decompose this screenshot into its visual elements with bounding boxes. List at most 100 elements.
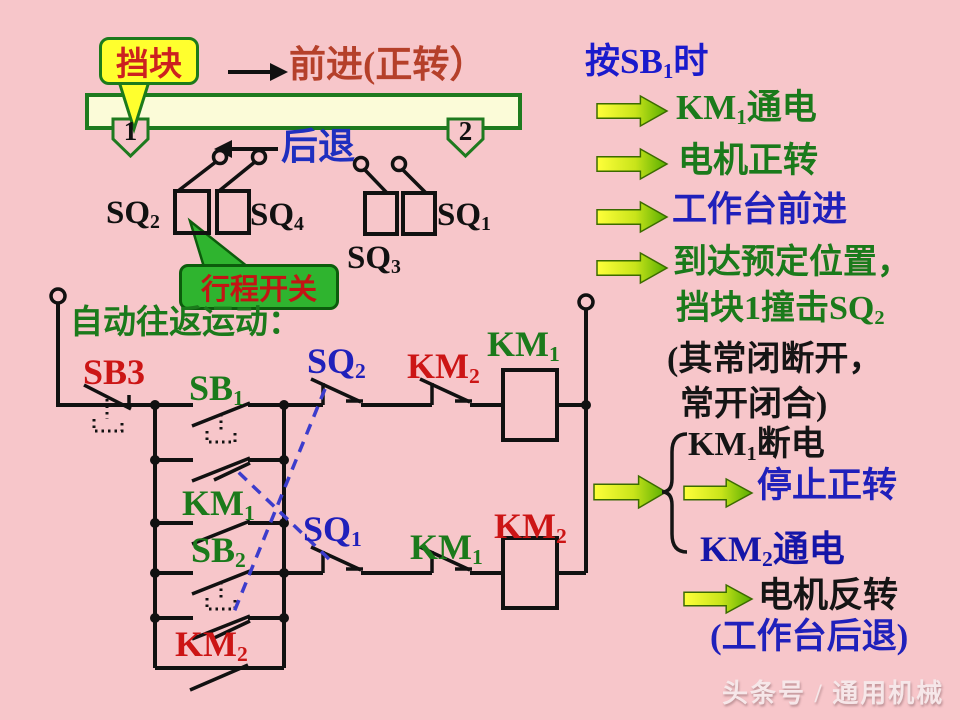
- km1-interlock-label-pre: KM: [410, 527, 472, 567]
- sq3-roller-icon: [352, 155, 370, 173]
- flow-result3: KM2通电: [700, 529, 845, 571]
- flow-arrow-6-icon: [683, 583, 754, 615]
- km2-coil-label-sub: 2: [555, 524, 567, 549]
- flow-step4-line1: 到达预定位置，: [673, 244, 911, 281]
- sb2-button-cap: [205, 598, 237, 611]
- flow-header: 按SB1时: [585, 42, 708, 84]
- flow-arrow-4-icon: [596, 251, 669, 285]
- flow-result5: (工作台后退): [710, 617, 909, 656]
- sb2-label-sub: 2: [235, 548, 246, 573]
- km2-aux-label-pre: KM: [175, 624, 237, 664]
- flow-result3-post: 通电: [772, 529, 845, 569]
- flow-arrow-2-icon: [596, 147, 669, 181]
- sq1-switch-body: [401, 191, 437, 236]
- flow-result1-pre: KM: [688, 426, 747, 463]
- flow-step4-line2-pre: 挡块1撞击SQ: [676, 290, 875, 327]
- sq1-no-contact-lever2: [213, 461, 251, 482]
- sq4-roller-icon: [250, 148, 268, 166]
- km1-coil-label-sub: 1: [548, 342, 560, 367]
- sq2-contact-label: SQ2: [307, 341, 366, 384]
- flow-arrow-brace-icon: [593, 474, 668, 510]
- km1-nc-lever: [419, 545, 471, 572]
- km2-interlock-label-pre: KM: [407, 346, 469, 386]
- dog-tag-2-shape: [446, 117, 485, 159]
- dog-tag-1-shape: [111, 117, 150, 159]
- sq1-contact-label-sub: 1: [351, 527, 362, 552]
- sq1-switch-label: SQ1: [437, 198, 491, 235]
- km1-interlock-label: KM1: [410, 527, 483, 570]
- result-brace: [661, 432, 688, 554]
- flow-step2: 电机正转: [678, 141, 819, 180]
- xingcheng-callout-text: 行程开关: [200, 274, 317, 306]
- sb1-label-pre: SB: [189, 368, 234, 408]
- sb3-label: SB3: [83, 352, 146, 392]
- sq1-nc-lever: [310, 545, 362, 572]
- sq4-switch-label: SQ4: [250, 198, 304, 235]
- km2-aux-label: KM2: [175, 624, 248, 666]
- sq2-roller-icon: [211, 148, 229, 166]
- watermark: 头条号 / 通用机械: [722, 679, 945, 708]
- sq2-no-contact-lever2: [213, 619, 251, 640]
- left-terminal: [49, 287, 67, 305]
- flow-step4-line2-sub: 2: [874, 306, 885, 329]
- sq2-contact-label-sub: 2: [355, 359, 366, 384]
- flow-step1-post: 通电: [746, 88, 817, 127]
- sq2-switch-label-sub: 2: [150, 210, 160, 233]
- flow-arrow-1-icon: [596, 94, 669, 128]
- km2-aux-contact-lever: [189, 663, 249, 692]
- worktable-bar: [85, 93, 522, 130]
- km1-interlock-label-sub: 1: [471, 545, 483, 570]
- sq1-no-contact-lever: [191, 456, 251, 483]
- sq1-contact-label: SQ1: [303, 509, 362, 552]
- sb1-button-cap: [205, 431, 237, 444]
- sq2-switch-label: SQ2: [106, 196, 160, 233]
- sq2-switch-body: [173, 189, 211, 235]
- sq3-lever: [363, 168, 389, 195]
- sq1-contact-label-pre: SQ: [303, 509, 352, 549]
- dangkuai-callout: 挡块: [99, 37, 199, 85]
- km1-aux-label-sub: 1: [243, 501, 255, 526]
- sq2-nc-lever: [310, 377, 362, 404]
- flow-header-sub: 1: [662, 59, 674, 84]
- flow-result2: 停止正转: [757, 466, 898, 505]
- dog-tag-2-number: 2: [458, 116, 473, 146]
- km1-coil-label-pre: KM: [487, 324, 549, 364]
- flow-step3: 工作台前进: [672, 190, 848, 229]
- sb2-label-pre: SB: [191, 530, 236, 570]
- sq1-roller-icon: [390, 155, 408, 173]
- km1-aux-contact-lever: [191, 519, 251, 546]
- sb1-label: SB1: [189, 368, 244, 411]
- flow-note-line1: (其常闭断开，: [667, 341, 883, 378]
- sq3-switch-body: [363, 191, 399, 236]
- sq3-switch-label-pre: SQ: [347, 240, 392, 276]
- sq2-contact-label-pre: SQ: [307, 341, 356, 381]
- flow-step1-sub: 1: [736, 105, 747, 130]
- km1-coil-label: KM1: [487, 324, 560, 367]
- flow-result1: KM1断电: [688, 427, 825, 465]
- flow-result1-sub: 1: [746, 442, 757, 465]
- flow-arrow-5-icon: [683, 477, 754, 509]
- flow-result3-pre: KM: [700, 529, 762, 569]
- sq2-lever: [176, 159, 219, 193]
- sb2-label: SB2: [191, 530, 246, 573]
- km2-coil: [501, 536, 559, 610]
- km2-coil-label: KM2: [494, 507, 567, 549]
- km1-aux-label-pre: KM: [182, 483, 244, 523]
- sb1-label-sub: 1: [233, 386, 244, 411]
- sq1-switch-label-sub: 1: [481, 212, 491, 235]
- dangkuai-callout-text: 挡块: [116, 47, 182, 83]
- xingcheng-callout: 行程开关: [179, 264, 339, 310]
- flow-step1-pre: KM: [676, 88, 737, 127]
- junction-dots: [150, 400, 591, 623]
- sq2-switch-label-pre: SQ: [106, 195, 151, 231]
- flow-note-line2: 常开闭合): [680, 386, 828, 423]
- flow-header-pre: 按SB: [585, 42, 663, 81]
- sb3-contact-lever: [83, 383, 132, 411]
- sq2-linkage-dashed-line: [230, 388, 327, 618]
- backward-label: 后退: [281, 127, 355, 168]
- right-terminal: [577, 293, 595, 311]
- forward-arrow-head-icon: [270, 63, 288, 81]
- sq1-linkage-dashed-line: [231, 465, 331, 561]
